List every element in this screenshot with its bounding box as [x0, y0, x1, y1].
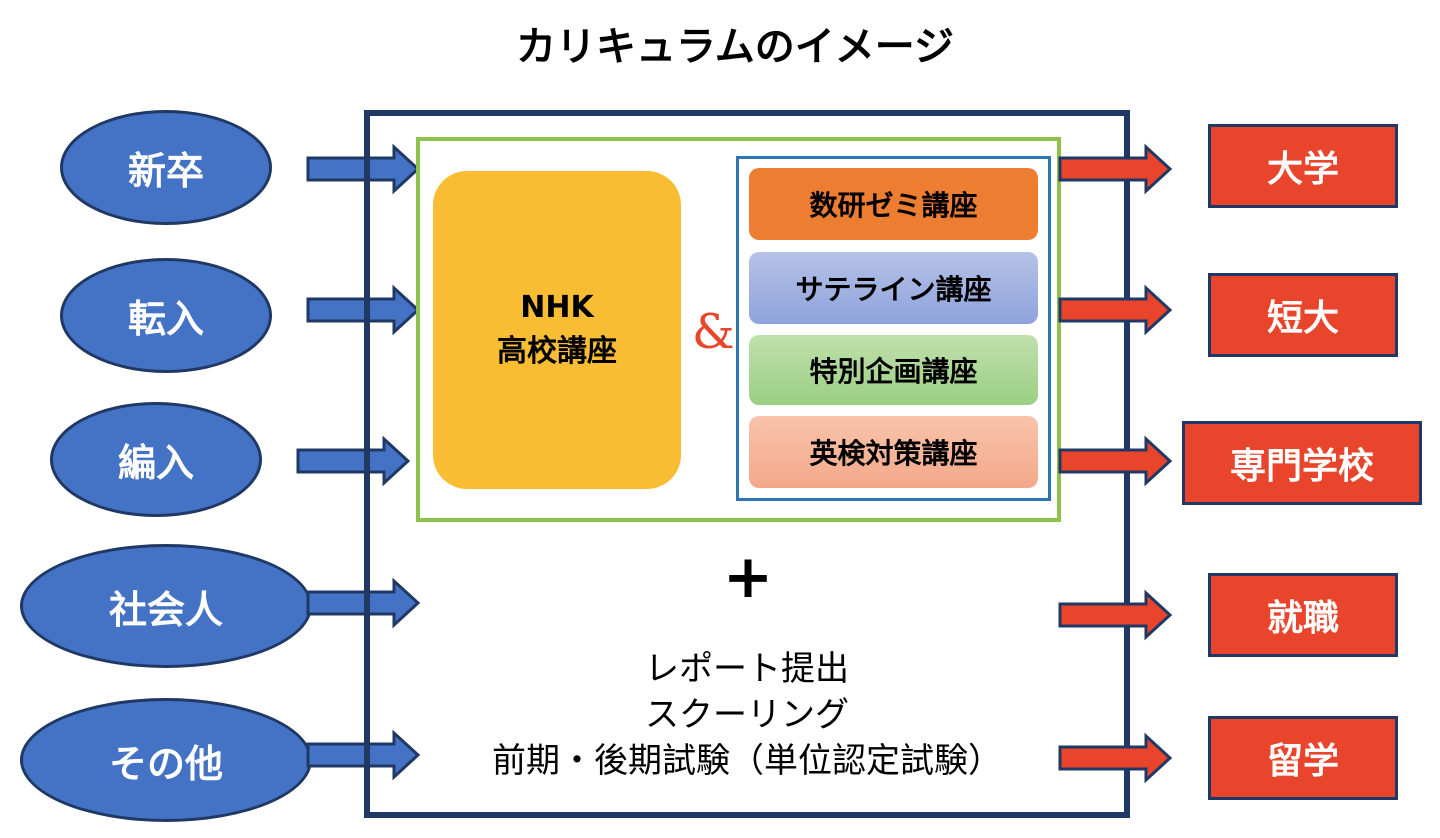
dest-study-abroad: 留学 — [1208, 716, 1398, 800]
input-shinsotsu: 新卒 — [60, 110, 272, 225]
dest-employment: 就職 — [1208, 573, 1398, 657]
input-shakaijin: 社会人 — [20, 544, 312, 668]
input-sonota: その他 — [20, 698, 312, 822]
input-hennyu: 編入 — [50, 402, 262, 517]
dest-junior-college: 短大 — [1208, 273, 1398, 357]
output-arrow-4 — [1058, 589, 1173, 641]
output-arrow-2 — [1058, 284, 1173, 336]
requirement-schooling: スクーリング — [645, 695, 849, 735]
output-arrow-5 — [1058, 732, 1173, 784]
supplementary-courses-frame — [736, 156, 1051, 501]
course-eiken-prep: 英検対策講座 — [749, 416, 1038, 488]
course-suken-seminar: 数研ゼミ講座 — [749, 168, 1038, 240]
output-arrow-1 — [1058, 143, 1173, 195]
requirement-report: レポート提出 — [645, 649, 849, 689]
input-arrow-3 — [296, 435, 411, 487]
input-arrow-1 — [306, 143, 421, 195]
dest-university: 大学 — [1208, 124, 1398, 208]
plus-sign: + — [722, 542, 774, 612]
core-courses-frame — [416, 137, 1061, 522]
ampersand: & — [692, 304, 735, 360]
requirement-exams: 前期・後期試験（単位認定試験） — [492, 741, 1002, 781]
course-satelline: サテライン講座 — [749, 252, 1038, 324]
diagram-title: カリキュラムのイメージ — [516, 24, 954, 70]
input-arrow-5 — [306, 729, 421, 781]
nhk-course-block: NHK 高校講座 — [433, 171, 681, 489]
nhk-label: NHK — [520, 290, 594, 325]
input-tennyu: 転入 — [60, 258, 272, 373]
output-arrow-3 — [1058, 435, 1173, 487]
requirements-list: レポート提出 スクーリング 前期・後期試験（単位認定試験） — [454, 646, 1040, 784]
input-arrow-4 — [306, 577, 421, 629]
input-arrow-2 — [306, 284, 421, 336]
course-special-project: 特別企画講座 — [749, 335, 1038, 405]
dest-vocational-school: 専門学校 — [1182, 421, 1422, 505]
nhk-course-label: 高校講座 — [497, 334, 617, 369]
